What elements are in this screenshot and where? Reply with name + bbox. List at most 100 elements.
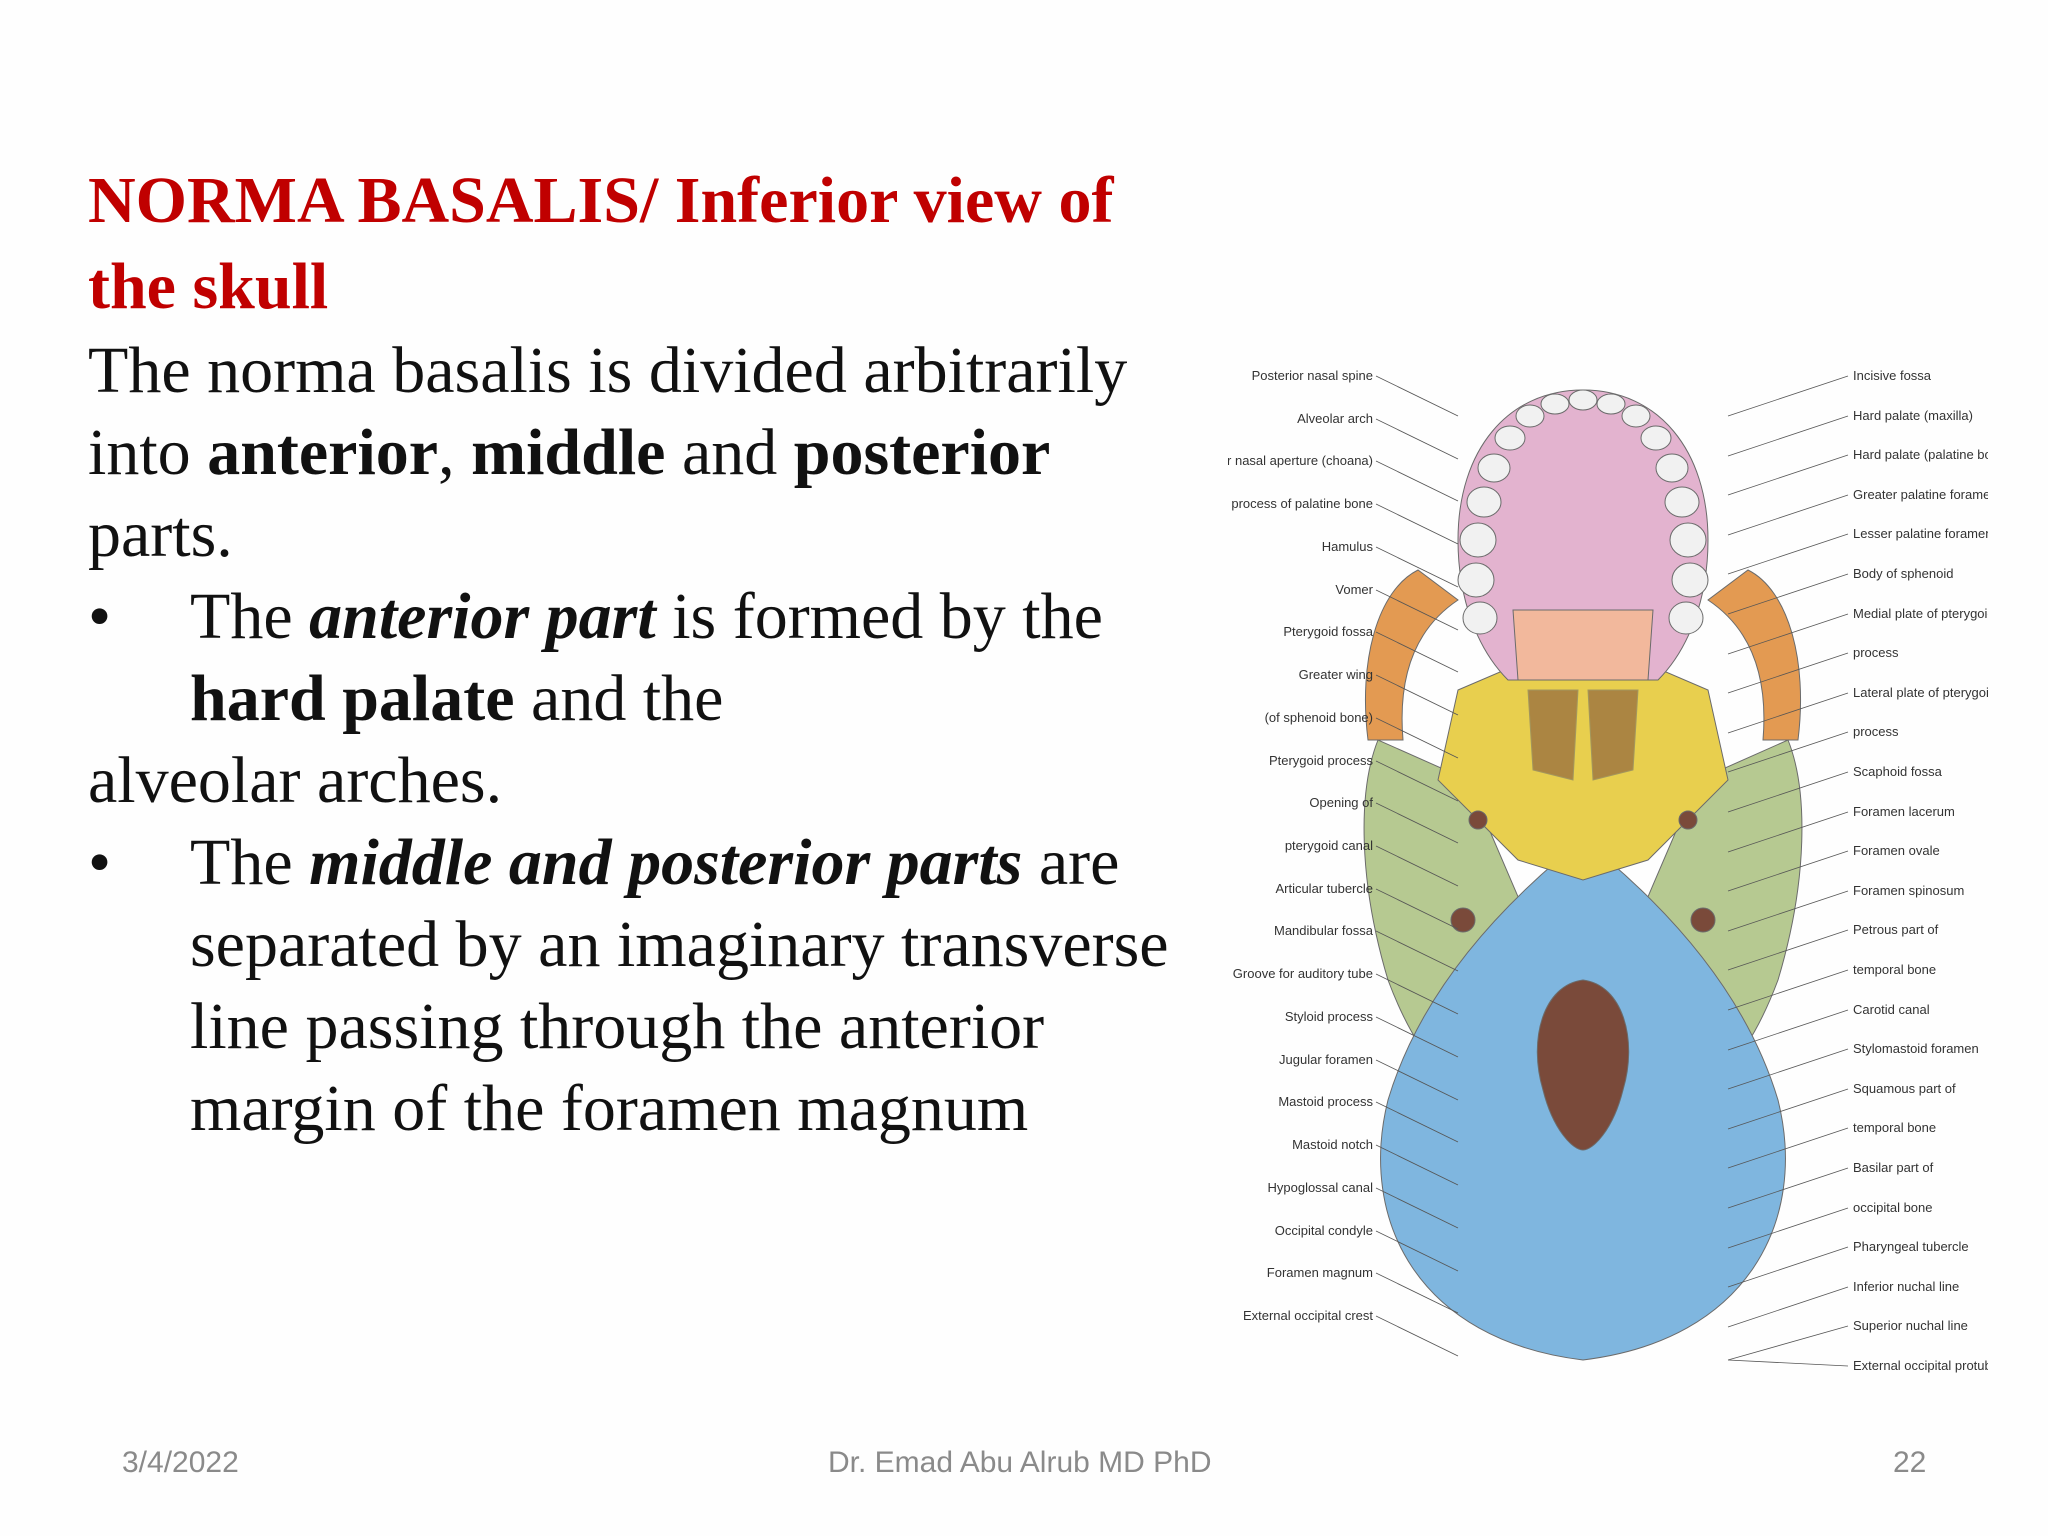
figure-label-right: process <box>1853 724 1899 739</box>
figure-label-right: Stylomastoid foramen <box>1853 1041 1979 1056</box>
figure-label-left: Jugular foramen <box>1279 1052 1373 1067</box>
foramen-magnum <box>1536 979 1630 1151</box>
bullet2-text-2: are separated by an imaginary transverse… <box>190 826 1169 1145</box>
figure-leader-line <box>1375 1144 1459 1186</box>
figure-label-left: Alveolar arch <box>1297 411 1373 426</box>
choana-right <box>1587 689 1639 781</box>
bullet-middle-posterior-body: The middle and posterior parts are separ… <box>190 822 1208 1150</box>
footer-page-number: 22 <box>1893 1446 1927 1479</box>
footer-author: Dr. Emad Abu Alrub MD PhD <box>828 1446 1212 1479</box>
intro-anterior: anterior <box>207 416 439 489</box>
figure-leader-line <box>1727 692 1849 734</box>
figure-leader-line <box>1727 731 1849 773</box>
figure-leader-line <box>1727 1127 1849 1169</box>
zygomatic-arch-left <box>1365 569 1459 741</box>
intro-text-1: The norma basalis is divided arbitrarily… <box>88 334 1128 489</box>
figure-label-left: Pyramidal process of palatine bone <box>1228 496 1373 511</box>
footer-date: 3/4/2022 <box>122 1446 239 1479</box>
zygomatic-arch-right <box>1707 569 1801 741</box>
figure-label-right: temporal bone <box>1853 962 1936 977</box>
figure-leader-line <box>1375 1187 1459 1229</box>
bullet1-text-2: is formed by the <box>655 580 1103 653</box>
figure-label-left: Articular tubercle <box>1275 881 1373 896</box>
bullet1-text-3: and the <box>514 662 724 735</box>
figure-leader-line <box>1375 460 1459 502</box>
figure-label-right: Petrous part of <box>1853 922 1939 937</box>
figure-leader-line <box>1727 1009 1849 1051</box>
figure-label-right: Foramen lacerum <box>1853 804 1955 819</box>
figure-label-right: occipital bone <box>1853 1200 1933 1215</box>
figure-label-left: Posterior nasal aperture (choana) <box>1228 453 1373 468</box>
figure-leader-line <box>1375 888 1459 930</box>
figure-leader-line <box>1375 1272 1459 1314</box>
figure-label-right: Greater palatine foramen <box>1853 487 1988 502</box>
intro-middle: middle <box>471 416 666 489</box>
foramen-ovale-left <box>1468 810 1488 830</box>
figure-leader-line <box>1727 415 1849 457</box>
upper-teeth <box>1457 389 1709 635</box>
figure-leader-line <box>1375 845 1459 887</box>
figure-leader-line <box>1375 973 1459 1015</box>
bullet-anterior: • The anterior part is formed by the har… <box>88 576 1208 740</box>
figure-leader-line <box>1375 930 1459 972</box>
figure-label-right: Superior nuchal line <box>1853 1318 1968 1333</box>
figure-leader-line <box>1375 1315 1459 1357</box>
figure-leader-line <box>1727 771 1849 813</box>
bullet1-text-1: The <box>190 580 310 653</box>
figure-label-right: External occipital protuberance <box>1853 1358 1988 1373</box>
figure-label-right: Pharyngeal tubercle <box>1853 1239 1969 1254</box>
figure-label-left: Occipital condyle <box>1275 1223 1373 1238</box>
figure-leader-line <box>1727 811 1849 853</box>
hard-palate-palatine <box>1512 609 1654 681</box>
figure-label-right: Lesser palatine foramen <box>1853 526 1988 541</box>
figure-label-left: Foramen magnum <box>1267 1265 1373 1280</box>
jugular-foramen-left <box>1450 907 1476 933</box>
figure-label-left: pterygoid canal <box>1285 838 1373 853</box>
figure-leader-line <box>1727 1286 1849 1328</box>
figure-leader-line <box>1727 890 1849 932</box>
figure-leader-line <box>1375 589 1459 631</box>
bullet1-hard-palate: hard palate <box>190 662 515 735</box>
figure-label-left: Styloid process <box>1285 1009 1374 1024</box>
figure-leader-line <box>1375 503 1459 545</box>
figure-label-right: Scaphoid fossa <box>1853 764 1943 779</box>
figure-leader-line <box>1727 1359 1849 1367</box>
bullet-mark: • <box>88 826 112 899</box>
figure-label-right: Basilar part of <box>1853 1160 1934 1175</box>
bullet-middle-posterior: • The middle and posterior parts are sep… <box>88 822 1208 1150</box>
figure-leader-line <box>1375 1101 1459 1143</box>
figure-label-right: temporal bone <box>1853 1120 1936 1135</box>
figure-leader-line <box>1727 494 1849 536</box>
figure-leader-line <box>1375 1059 1459 1101</box>
intro-text-2: , <box>438 416 472 489</box>
figure-leader-line <box>1375 760 1459 802</box>
figure-leader-line <box>1727 573 1849 615</box>
figure-leader-line <box>1727 850 1849 892</box>
bullet2-text-1: The <box>190 826 310 899</box>
figure-label-right: Foramen ovale <box>1853 843 1940 858</box>
figure-label-right: Medial plate of pterygoid <box>1853 606 1988 621</box>
figure-label-left: External occipital crest <box>1243 1308 1373 1323</box>
figure-leader-line <box>1727 375 1849 417</box>
figure-label-right: Hard palate (palatine bone) <box>1853 447 1988 462</box>
figure-label-left: Groove for auditory tube <box>1233 966 1373 981</box>
slide-text: NORMA BASALIS/ Inferior view of the skul… <box>88 158 1208 1150</box>
intro-text-3: and <box>665 416 794 489</box>
figure-label-right: Lateral plate of pterygoid <box>1853 685 1988 700</box>
figure-leader-line <box>1727 454 1849 496</box>
figure-leader-line <box>1727 1088 1849 1130</box>
figure-label-right: Incisive fossa <box>1853 368 1932 383</box>
figure-label-left: Vomer <box>1335 582 1373 597</box>
figure-leader-line <box>1727 929 1849 971</box>
bullet2-middle-posterior-parts: middle and posterior parts <box>309 826 1023 899</box>
bullet-mark: • <box>88 580 112 653</box>
intro-text-4: parts. <box>88 498 233 571</box>
figure-label-left: Opening of <box>1309 795 1373 810</box>
intro-posterior: posterior <box>793 416 1051 489</box>
intro-paragraph: The norma basalis is divided arbitrarily… <box>88 330 1208 576</box>
figure-label-left: Mastoid process <box>1278 1094 1373 1109</box>
